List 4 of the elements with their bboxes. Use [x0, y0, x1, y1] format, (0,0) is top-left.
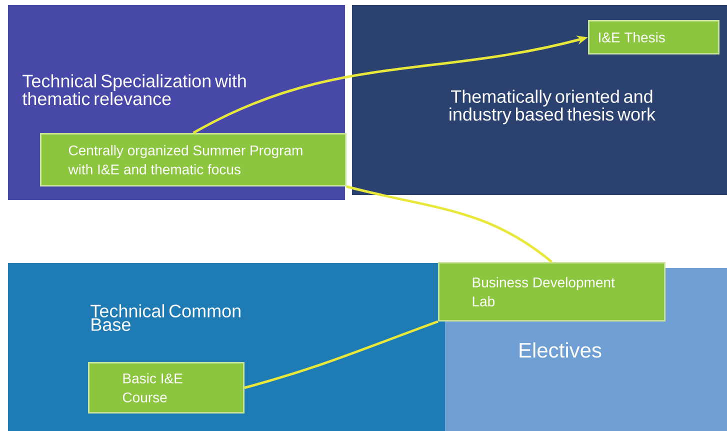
label-box: Centrally organized Summer Program with I&E and thematic focus — [40, 133, 346, 186]
label-box: Basic I&E Course — [88, 362, 244, 414]
label-box: I&E Thesis — [588, 20, 720, 54]
label-box: Business Development Lab — [438, 262, 666, 322]
